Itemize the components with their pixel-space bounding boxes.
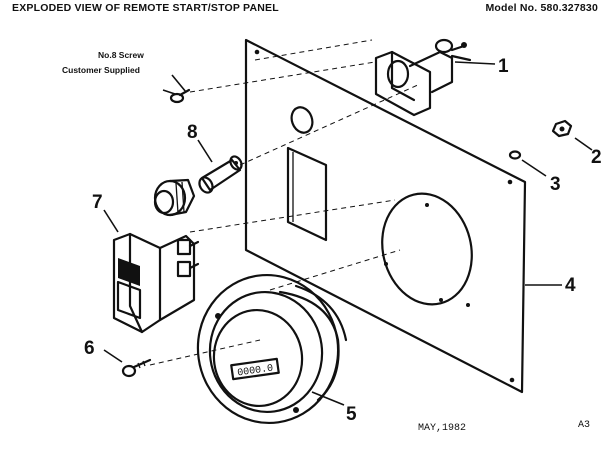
lamp-socket	[153, 178, 196, 217]
drawing-code: A3	[578, 420, 590, 431]
hourmeter-display: 0000.0	[237, 364, 274, 380]
drawing-date: MAY,1982	[418, 423, 466, 434]
callout-4: 4	[565, 275, 576, 296]
solenoid-bracket	[374, 38, 472, 117]
note-line-1: No.8 Screw	[98, 50, 144, 60]
rocker-switch	[112, 232, 200, 334]
hourmeter: 0000.0	[196, 273, 348, 425]
callout-6: 6	[84, 338, 95, 359]
lockwasher	[508, 150, 522, 160]
switch-screw	[121, 358, 152, 378]
callout-5: 5	[346, 404, 357, 425]
callout-8: 8	[187, 122, 198, 143]
callout-1: 1	[498, 56, 509, 77]
callout-7: 7	[92, 192, 103, 213]
callout-3: 3	[550, 174, 561, 195]
customer-screw	[169, 88, 191, 104]
mounting-plate	[244, 38, 527, 394]
model-number: Model No. 580.327830	[485, 2, 598, 14]
diagram-title: EXPLODED VIEW OF REMOTE START/STOP PANEL	[12, 2, 279, 14]
leader-lines	[103, 61, 593, 406]
indicator-lamp	[198, 155, 243, 194]
nut	[551, 119, 573, 138]
callout-2: 2	[591, 147, 602, 168]
note-line-2: Customer Supplied	[62, 65, 140, 75]
